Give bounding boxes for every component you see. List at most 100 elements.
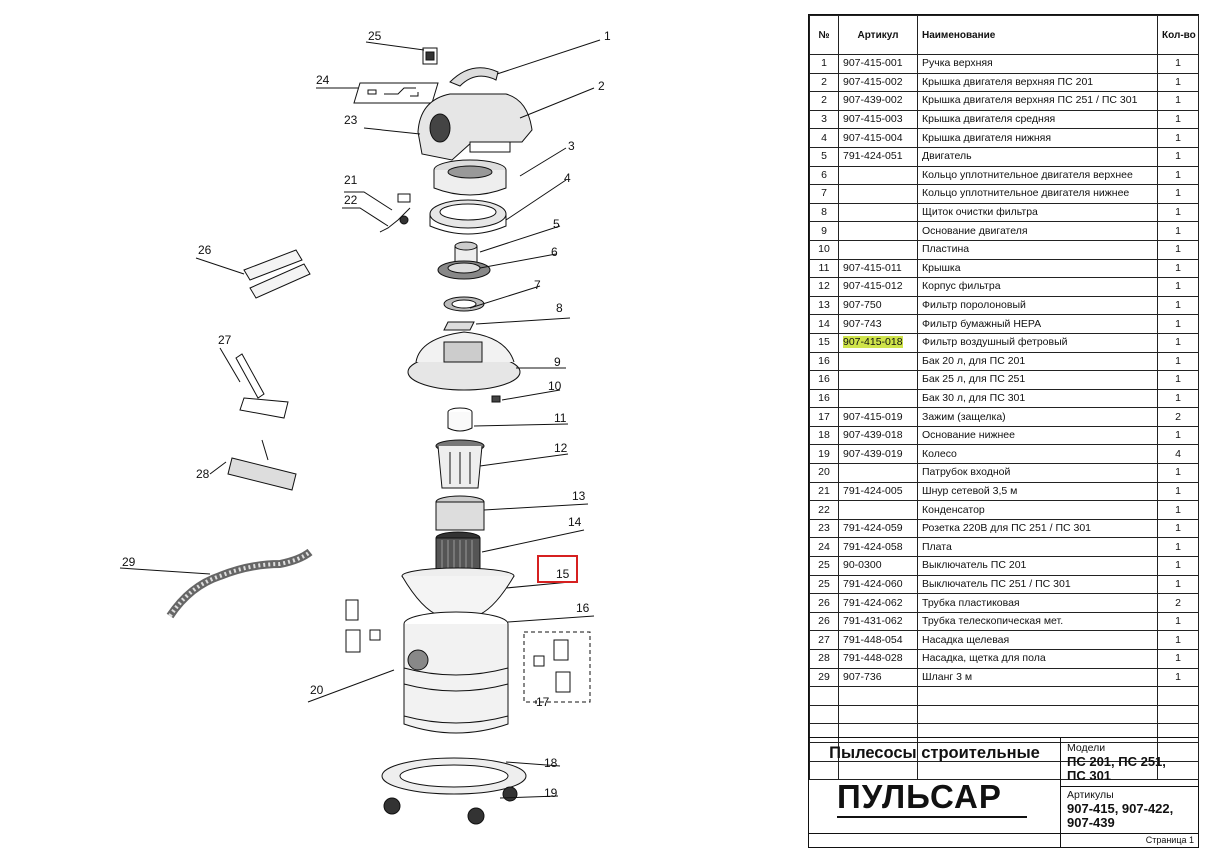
callout-26: 26 [198, 243, 212, 257]
callout-17: 17 [536, 695, 550, 709]
cell-name: Патрубок входной [917, 463, 1158, 483]
part-plate [491, 395, 501, 403]
cell-article [838, 500, 918, 520]
cell-qty: 1 [1157, 556, 1199, 576]
cell-name: Фильтр поролоновый [917, 295, 1158, 316]
cell-name: Шланг 3 м [917, 667, 1158, 688]
cell-qty: 1 [1157, 184, 1199, 204]
callout-19: 19 [544, 786, 558, 800]
cell-article [838, 165, 918, 186]
cell-no: 27 [809, 630, 839, 650]
part-middle-cover [433, 159, 507, 196]
exploded-diagram: 1234567891011121314151617181920212223242… [119, 29, 611, 825]
cell-no: 16 [809, 351, 839, 372]
cell-name: Конденсатор [917, 500, 1158, 520]
cell-article: 791-424-051 [838, 146, 918, 167]
cell-no: 25 [809, 574, 839, 595]
cell-no: 23 [809, 518, 839, 539]
cell-name: Крышка двигателя нижняя [917, 128, 1158, 148]
callout-labels: 1234567891011121314151617181920212223242… [122, 29, 611, 800]
callout-25: 25 [368, 29, 382, 43]
callout-28: 28 [196, 467, 210, 481]
title-block-left: Пылесосы строительные ПУЛЬСАР [809, 738, 1061, 847]
part-air-filter [401, 567, 515, 617]
cell-article: 907-439-018 [838, 425, 918, 446]
cell-article: 90-0300 [838, 556, 918, 576]
cell-name: Кольцо уплотнительное двигателя нижнее [917, 184, 1158, 204]
cell-no: 29 [809, 667, 839, 688]
cell-name: Розетка 220В для ПС 251 / ПС 301 [917, 518, 1158, 539]
callout-23: 23 [344, 113, 358, 127]
cell-qty [1157, 760, 1199, 781]
cell-no [809, 704, 839, 725]
cell-article [838, 686, 918, 706]
title-block-right: Модели ПС 201, ПС 251, ПС 301 Артикулы 9… [1061, 738, 1198, 847]
cell-no: 22 [809, 500, 839, 520]
cell-name: Крышка двигателя верхняя ПС 251 / ПС 301 [917, 91, 1158, 111]
callout-6: 6 [551, 245, 558, 259]
cell-no: 5 [809, 146, 839, 167]
brand-logo-underline [837, 816, 1027, 818]
brand-logo: ПУЛЬСАР [837, 778, 1002, 815]
cell-qty: 1 [1157, 314, 1199, 334]
callout-18: 18 [544, 756, 558, 770]
cell-no: 17 [809, 407, 839, 427]
cell-article [838, 388, 918, 409]
callout-11: 11 [554, 411, 567, 425]
cell-no: 25 [809, 556, 839, 576]
page-line [809, 833, 1198, 834]
title-block: Пылесосы строительные ПУЛЬСАР Модели ПС … [809, 737, 1198, 847]
cell-name: Крышка двигателя верхняя ПС 201 [917, 72, 1158, 93]
leader-lines [119, 39, 601, 799]
cell-article [838, 184, 918, 204]
part-tubes [243, 249, 311, 299]
callout-7: 7 [534, 278, 541, 292]
part-tank [403, 611, 509, 734]
callout-1: 1 [604, 29, 611, 43]
callout-29: 29 [122, 555, 136, 569]
cell-article: 791-448-054 [838, 630, 918, 650]
table-row [809, 723, 1199, 743]
cell-qty: 1 [1157, 649, 1199, 669]
document-title: Пылесосы строительные [829, 744, 1040, 762]
cell-qty: 1 [1157, 54, 1199, 74]
cell-qty: 1 [1157, 295, 1199, 316]
cell-article [838, 351, 918, 372]
articles-value: 907-415, 907-422, 907-439 [1067, 801, 1174, 830]
cell-name: Бак 30 л, для ПС 301 [917, 388, 1158, 409]
part-bottom-cover [429, 199, 507, 235]
callout-22: 22 [344, 193, 358, 207]
cell-article: 907-743 [838, 314, 918, 334]
cell-name: Щиток очистки фильтра [917, 202, 1158, 223]
cell-article: 907-415-002 [838, 72, 918, 93]
cell-article: 907-750 [838, 295, 918, 316]
cell-qty: 2 [1157, 407, 1199, 427]
cell-article: 907-415-001 [838, 54, 918, 74]
part-board [353, 82, 439, 104]
part-crevice-nozzle [235, 353, 289, 419]
part-clip-group [523, 631, 591, 703]
cell-name: Бак 25 л, для ПС 251 [917, 370, 1158, 390]
callout-15: 15 [556, 567, 570, 581]
cell-qty: 1 [1157, 72, 1199, 93]
part-cap [447, 407, 473, 432]
cell-name: Насадка щелевая [917, 630, 1158, 650]
models-value: ПС 201, ПС 251, ПС 301 [1067, 754, 1166, 783]
cell-qty: 1 [1157, 258, 1199, 279]
part-base-wheels [381, 757, 527, 825]
part-filter-shield [443, 321, 475, 331]
part-foam-filter [435, 495, 485, 531]
cell-qty: 1 [1157, 239, 1199, 260]
cell-name: Крышка двигателя средняя [917, 109, 1158, 130]
cell-article: 791-424-062 [838, 593, 918, 613]
